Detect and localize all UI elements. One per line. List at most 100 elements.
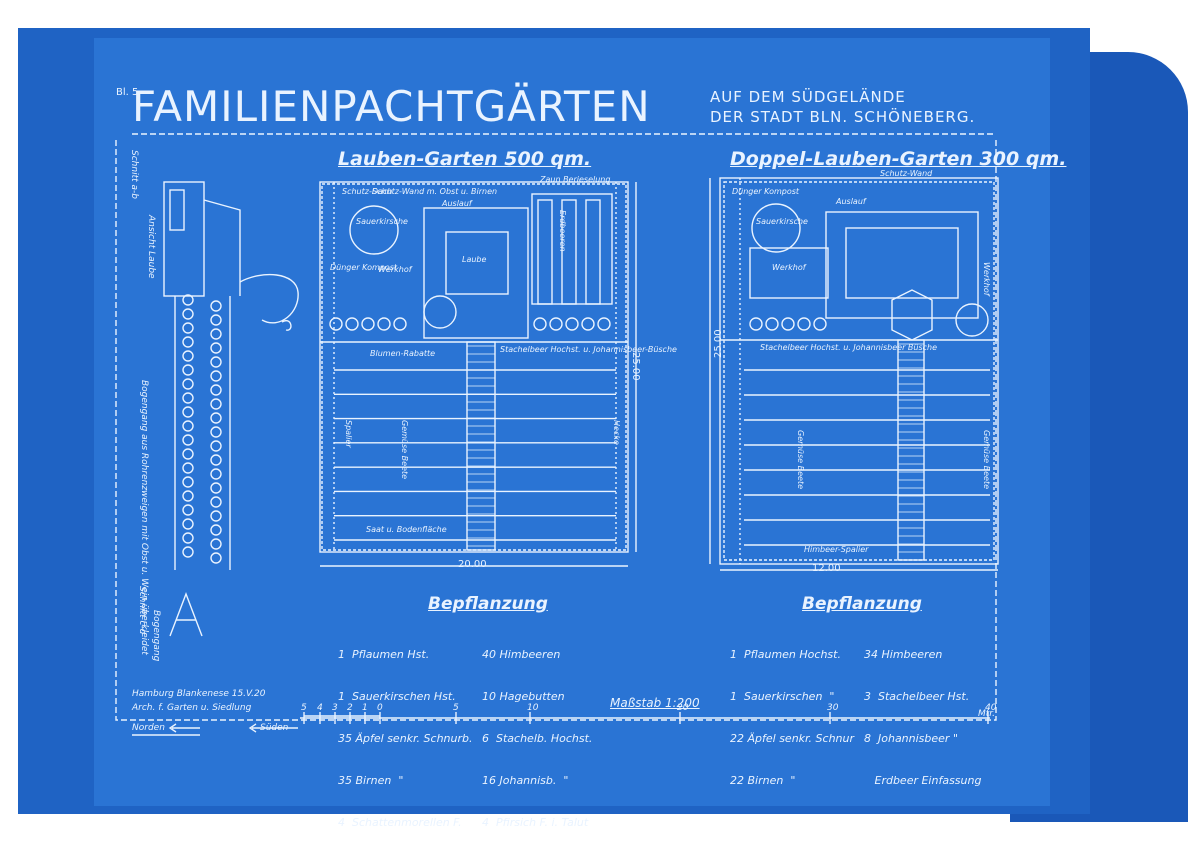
label-r-schutzwand: Schutz-Wand xyxy=(880,169,933,178)
foliage-mark xyxy=(210,426,222,438)
label-auslauf: Auslauf xyxy=(442,199,472,208)
label-bogengang: Bogengang xyxy=(151,610,161,662)
foliage-mark xyxy=(210,496,222,508)
plan-left-shrubs xyxy=(329,317,611,331)
label-r-spalier: Himbeer-Spalier xyxy=(804,545,869,554)
orientation-arrows xyxy=(132,723,298,736)
label-r-auslauf: Auslauf xyxy=(836,197,866,206)
page-title: FAMILIENPACHTGÄRTEN xyxy=(132,82,651,131)
bepflanzung-right-col2: 34 Himbeeren 3 Stachelbeer Hst. 8 Johann… xyxy=(864,620,981,802)
list-item: 10 Hagebutten xyxy=(482,690,565,703)
title-line-2: DER STADT BLN. SCHÖNEBERG. xyxy=(710,108,976,126)
foliage-mark xyxy=(182,462,194,474)
scale-label: Maßstab 1:200 xyxy=(610,696,700,710)
foliage-mark xyxy=(182,322,194,334)
label-r-gemuese2: Gemüse Beete xyxy=(982,430,991,490)
list-item: 40 Himbeeren xyxy=(482,648,561,661)
plan-left-path xyxy=(467,345,495,547)
label-blumen: Blumen-Rabatte xyxy=(370,349,436,358)
shrub-mark xyxy=(345,317,359,331)
plan-left-dimensions xyxy=(320,182,637,567)
list-item: 1 Sauerkirschen " xyxy=(730,690,835,703)
plan-left-drawing xyxy=(319,181,629,553)
bogengang-sketch xyxy=(169,592,203,637)
label-r-gemuese: Gemüse Beete xyxy=(796,430,805,490)
list-item: 8 Johannisbeer " xyxy=(864,732,959,745)
label-sueden: Süden xyxy=(260,723,289,733)
shrub-mark xyxy=(781,317,795,331)
plan-left-height-dim: 25.00 xyxy=(630,352,641,381)
label-r-kompost: Dünger Kompost xyxy=(732,187,800,196)
foliage-mark xyxy=(210,356,222,368)
foliage-mark xyxy=(182,308,194,320)
blueprint-sheet xyxy=(18,28,1090,814)
scale-unit: Mtr. xyxy=(978,709,996,719)
foliage-mark xyxy=(182,350,194,362)
foliage-mark xyxy=(210,538,222,550)
label-schutzdach: Schutz-Dach xyxy=(342,187,393,196)
bepflanzung-left-col1: 1 Pflaumen Hst. 1 Sauerkirschen Hst. 35 … xyxy=(338,620,473,844)
scale-tick-label: 4 xyxy=(317,703,323,713)
shrub-mark xyxy=(565,317,579,331)
label-sauerkirsche: Sauerkirsche xyxy=(356,217,408,226)
shrub-mark xyxy=(377,317,391,331)
foliage-mark xyxy=(210,314,222,326)
list-item: 35 Äpfel senkr. Schnurb. xyxy=(338,732,473,745)
foliage-mark xyxy=(182,532,194,544)
list-item: 1 Pflaumen Hochst. xyxy=(730,648,841,661)
bepflanzung-left-heading: Bepflanzung xyxy=(428,594,548,614)
credit-line-2: Arch. f. Garten u. Siedlung xyxy=(132,703,252,713)
foliage-mark xyxy=(182,406,194,418)
foliage-mark xyxy=(210,524,222,536)
foliage-mark xyxy=(182,476,194,488)
label-schnitt-cd: Schnitt c-d xyxy=(137,586,147,635)
label-stachelbeer: Stachelbeer Hochst. u. Johannisbeer-Büsc… xyxy=(500,345,677,354)
foliage-mark xyxy=(210,384,222,396)
elevation-foliage xyxy=(182,294,222,564)
plan-right-drawing xyxy=(709,177,999,571)
label-hecke: Hecke xyxy=(612,420,621,445)
foliage-mark xyxy=(210,482,222,494)
plan-right-width-dim: 12.00 xyxy=(812,563,841,574)
label-r-stachelbeer: Stachelbeer Hochst. u. Johannisbeer Büsc… xyxy=(760,343,938,352)
foliage-mark xyxy=(210,454,222,466)
plan-right-height-dim: 25.00 xyxy=(713,329,724,358)
foliage-mark xyxy=(210,398,222,410)
foliage-mark xyxy=(182,518,194,530)
label-kompost: Dünger Kompost xyxy=(330,263,398,272)
plan-left-heading: Lauben-Garten 500 qm. xyxy=(338,148,592,170)
label-erdbeeren: Erdbeeren xyxy=(558,210,567,252)
foliage-mark xyxy=(210,328,222,340)
foliage-mark xyxy=(210,370,222,382)
plan-left-width-dim: 20.00 xyxy=(458,559,487,570)
shrub-mark xyxy=(797,317,811,331)
label-zaun: Zaun Berieselung xyxy=(540,175,611,184)
list-item: 1 Pflaumen Hst. xyxy=(338,648,430,661)
elevation-section xyxy=(163,181,299,570)
shrub-mark xyxy=(533,317,547,331)
sheet-number: Bl. 5 xyxy=(116,87,139,98)
foliage-mark xyxy=(210,552,222,564)
foliage-mark xyxy=(210,300,222,312)
foliage-mark xyxy=(182,490,194,502)
scale-tick-label: 40 xyxy=(985,703,997,713)
shrub-mark xyxy=(749,317,763,331)
shrub-mark xyxy=(549,317,563,331)
blueprint-drawing xyxy=(115,133,999,736)
foliage-mark xyxy=(210,342,222,354)
label-saat: Saat u. Bodenfläche xyxy=(366,525,447,534)
shrub-mark xyxy=(581,317,595,331)
scale-tick-label: 5 xyxy=(453,703,459,713)
scale-tick-label: 0 xyxy=(377,703,383,713)
bepflanzung-right-heading: Bepflanzung xyxy=(802,594,922,614)
label-r-werkhof: Werkhof xyxy=(772,263,806,272)
plan-right-beds xyxy=(744,369,990,546)
plan-left-beds xyxy=(334,369,616,541)
list-item: 22 Birnen " xyxy=(730,774,796,787)
bepflanzung-left-col2: 40 Himbeeren 10 Hagebutten 6 Stachelb. H… xyxy=(482,620,592,844)
scale-tick-label: 30 xyxy=(827,703,839,713)
label-r-werkhof2: Werkhof xyxy=(982,262,991,296)
foliage-mark xyxy=(210,440,222,452)
scale-tick-label: 3 xyxy=(332,703,338,713)
scale-tick-label: 1 xyxy=(362,703,368,713)
